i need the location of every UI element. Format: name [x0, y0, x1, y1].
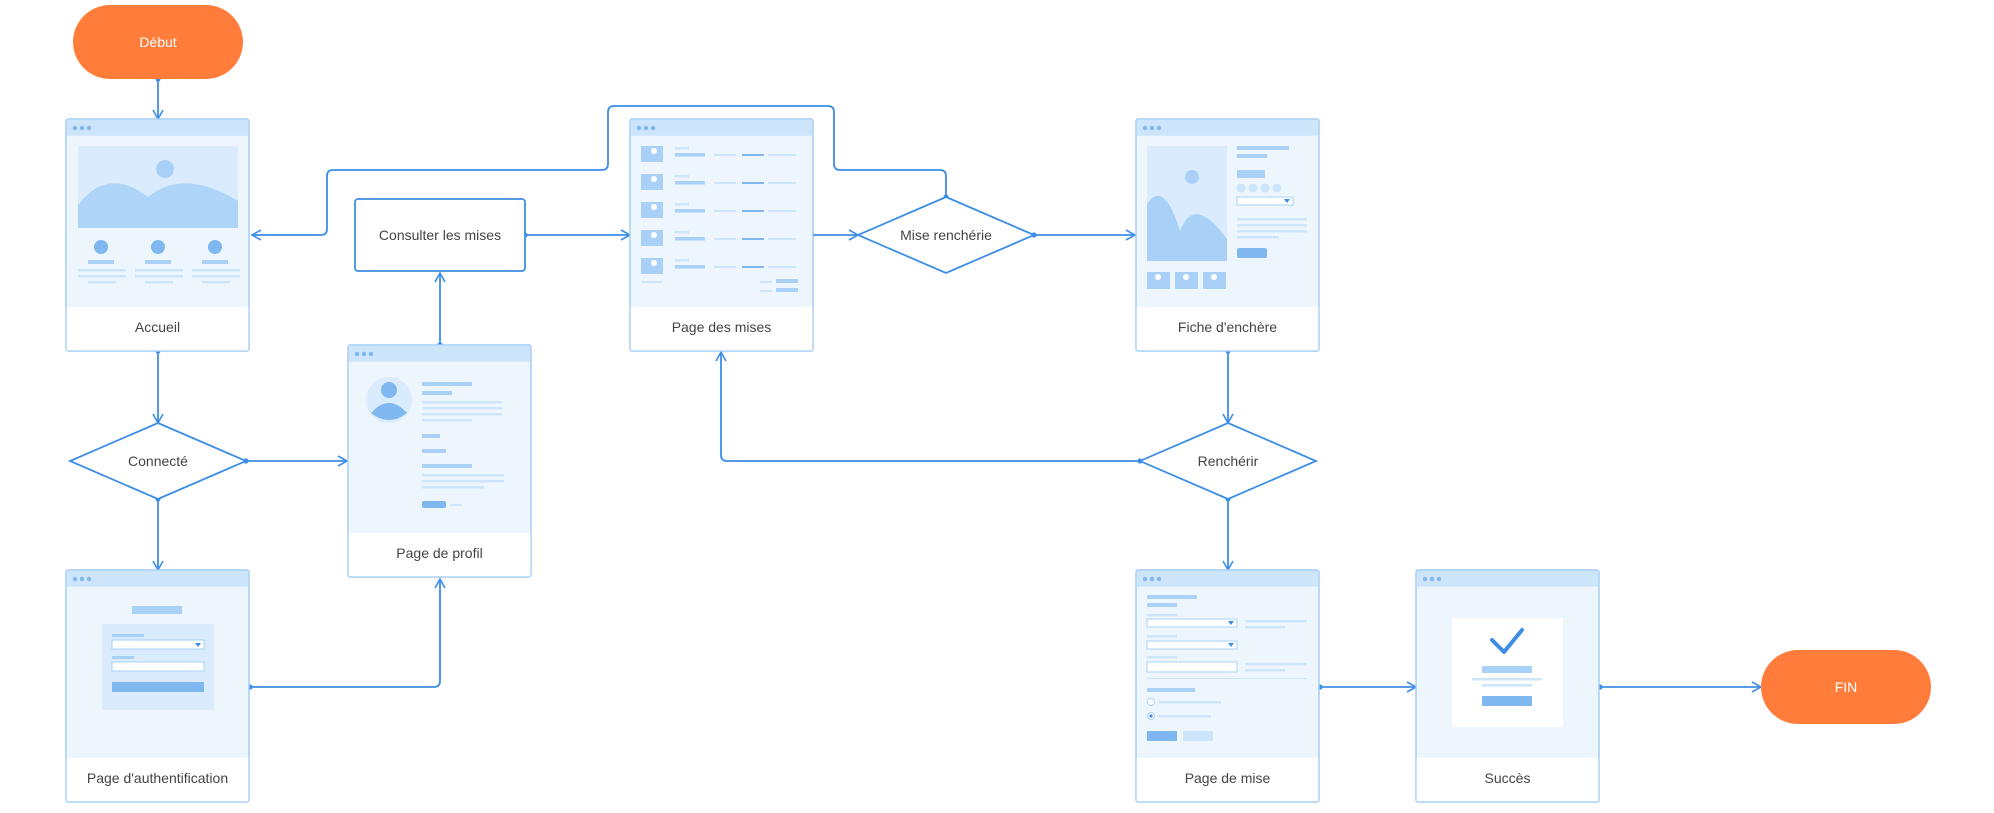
- decision-mise-encherie-label: Mise renchérie: [900, 227, 992, 243]
- screen-auth-label: Page d'authentification: [87, 770, 228, 786]
- screen-mise-label: Page de mise: [1185, 770, 1271, 786]
- screen-profil-label: Page de profil: [396, 545, 482, 561]
- start-label: Début: [139, 34, 176, 50]
- decision-encherir[interactable]: Renchérir: [1137, 422, 1319, 500]
- screen-mises-label: Page des mises: [672, 319, 772, 335]
- product-detail-wireframe-icon: [1147, 146, 1307, 289]
- screen-accueil[interactable]: Accueil: [65, 118, 250, 352]
- start-terminal[interactable]: Début: [73, 5, 243, 79]
- product-list-wireframe-icon: [641, 146, 798, 292]
- screen-mise[interactable]: Page de mise: [1135, 569, 1320, 803]
- screen-fiche[interactable]: Fiche d'enchère: [1135, 118, 1320, 352]
- profile-wireframe-icon: [366, 377, 504, 508]
- screen-mises[interactable]: Page des mises: [629, 118, 814, 352]
- success-checkmark-icon: [1452, 618, 1563, 727]
- decision-mise-encherie[interactable]: Mise renchérie: [855, 196, 1037, 274]
- form-wireframe-icon: [1146, 595, 1307, 741]
- screen-succes-label: Succès: [1485, 770, 1531, 786]
- connectors: [152, 79, 1763, 693]
- decision-connecte[interactable]: Connecté: [67, 422, 249, 500]
- end-terminal[interactable]: FIN: [1761, 650, 1931, 724]
- decision-encherir-label: Renchérir: [1198, 453, 1259, 469]
- screen-succes[interactable]: Succès: [1415, 569, 1600, 803]
- process-consulter-mises[interactable]: Consulter les mises: [354, 198, 526, 272]
- screen-profil[interactable]: Page de profil: [347, 344, 532, 578]
- decision-connecte-label: Connecté: [128, 453, 188, 469]
- edge-decision-accueil: [250, 105, 947, 241]
- login-form-wireframe-icon: [102, 606, 214, 710]
- screen-fiche-label: Fiche d'enchère: [1178, 319, 1277, 335]
- edge-auth-profil: [250, 577, 446, 688]
- edge-encherir-mises: [715, 350, 1140, 462]
- process-consulter-label: Consulter les mises: [379, 227, 501, 243]
- screen-authentification[interactable]: Page d'authentification: [65, 569, 250, 803]
- end-label: FIN: [1835, 679, 1858, 695]
- screen-accueil-label: Accueil: [135, 319, 180, 335]
- landing-page-wireframe-icon: [78, 146, 240, 284]
